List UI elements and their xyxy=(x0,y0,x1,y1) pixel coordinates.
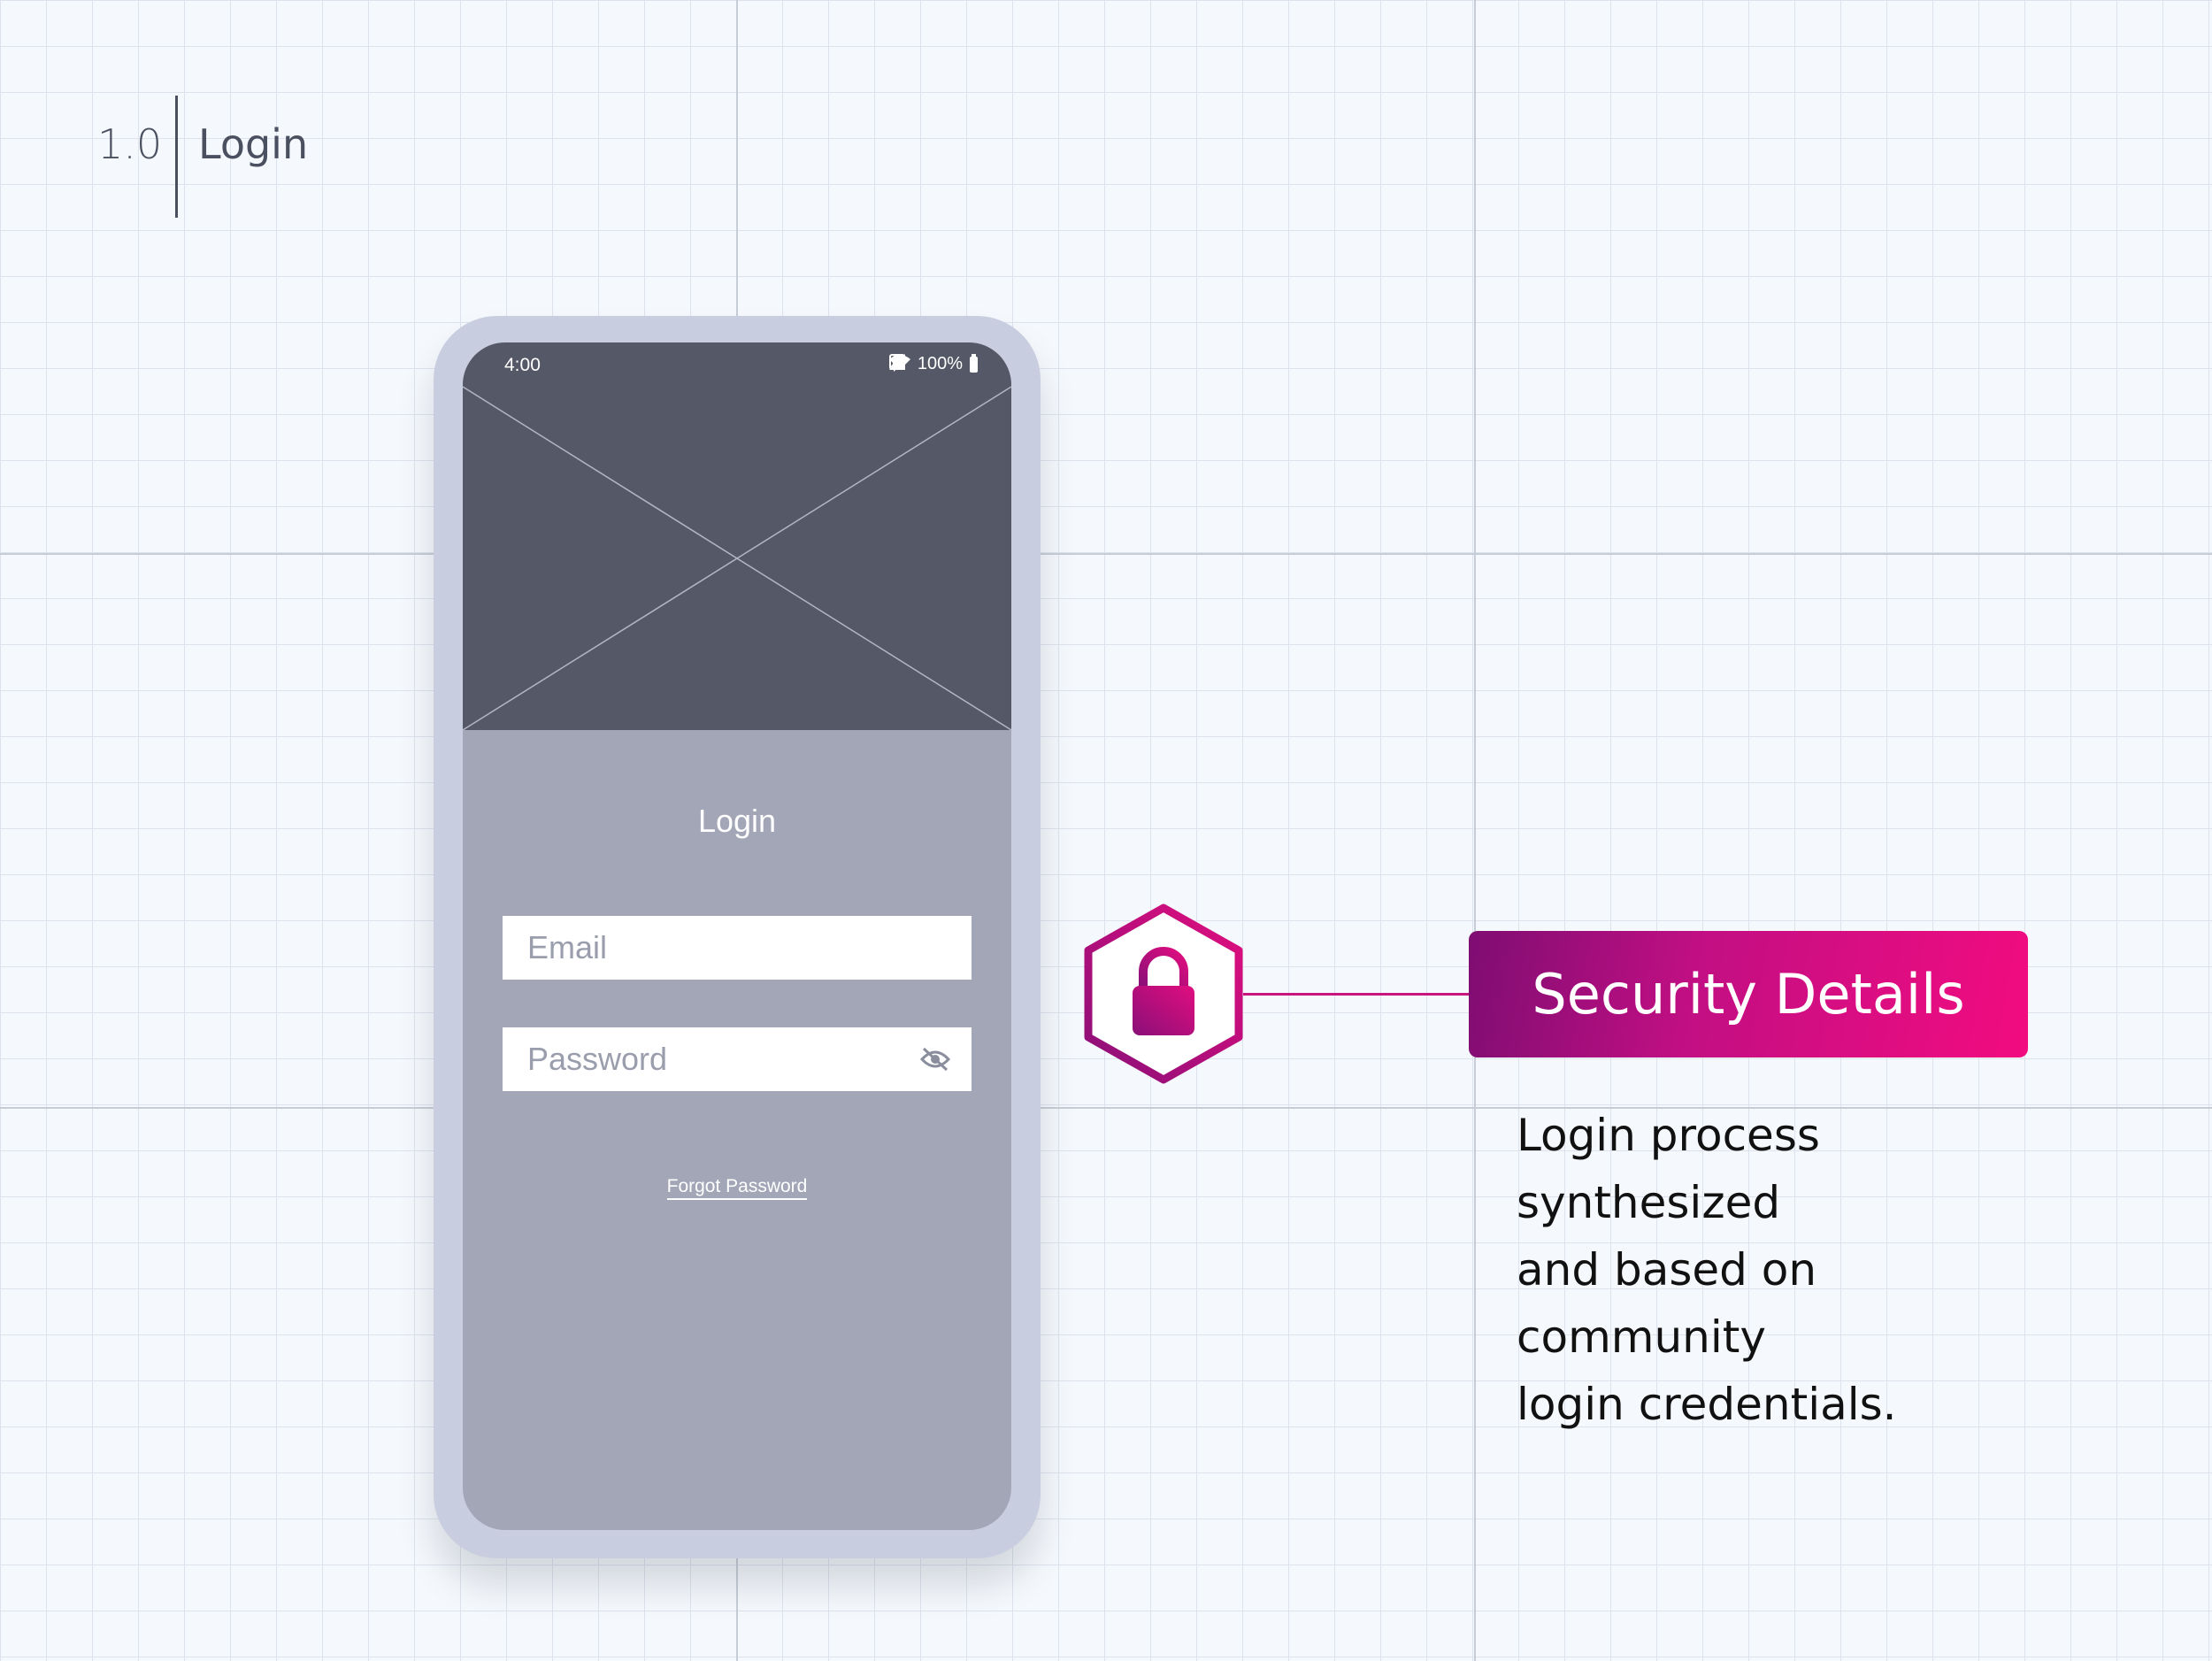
description-line: and based on community xyxy=(1517,1244,1817,1363)
email-field[interactable]: Email xyxy=(503,916,972,980)
page-title: Login xyxy=(198,120,309,168)
forgot-password-container: Forgot Password xyxy=(463,1176,1011,1200)
section-number: 1.0 xyxy=(97,120,163,168)
hero-image-placeholder: 4:00 100% xyxy=(463,342,1011,730)
image-placeholder-cross xyxy=(463,386,1011,730)
horizontal-guide-line xyxy=(0,1107,2212,1109)
vertical-guide-line xyxy=(1474,0,1476,1661)
email-placeholder: Email xyxy=(527,929,608,965)
forgot-password-link[interactable]: Forgot Password xyxy=(666,1176,808,1200)
password-field[interactable]: Password xyxy=(503,1027,972,1091)
battery-icon xyxy=(970,353,978,373)
description-line: login credentials. xyxy=(1517,1379,1897,1430)
lock-icon xyxy=(1081,903,1246,1089)
security-details-badge: Security Details xyxy=(1469,931,2028,1057)
status-icons: 100% xyxy=(888,353,978,374)
login-heading: Login xyxy=(697,803,777,839)
eye-off-icon[interactable] xyxy=(919,1047,951,1076)
password-placeholder: Password xyxy=(527,1041,668,1077)
security-description: Login process synthesized and based on c… xyxy=(1517,1102,2047,1438)
phone-screen: 4:00 100% Login Email xyxy=(463,342,1011,1530)
description-line: Login process synthesized xyxy=(1517,1110,1820,1228)
battery-percent: 100% xyxy=(917,354,963,373)
security-details-label: Security Details xyxy=(1532,962,1965,1027)
connector-line xyxy=(1243,993,1470,996)
horizontal-guide-line xyxy=(0,553,2212,555)
header-divider xyxy=(175,96,178,218)
status-time: 4:00 xyxy=(504,355,541,375)
phone-mockup: 4:00 100% Login Email xyxy=(434,316,1041,1558)
